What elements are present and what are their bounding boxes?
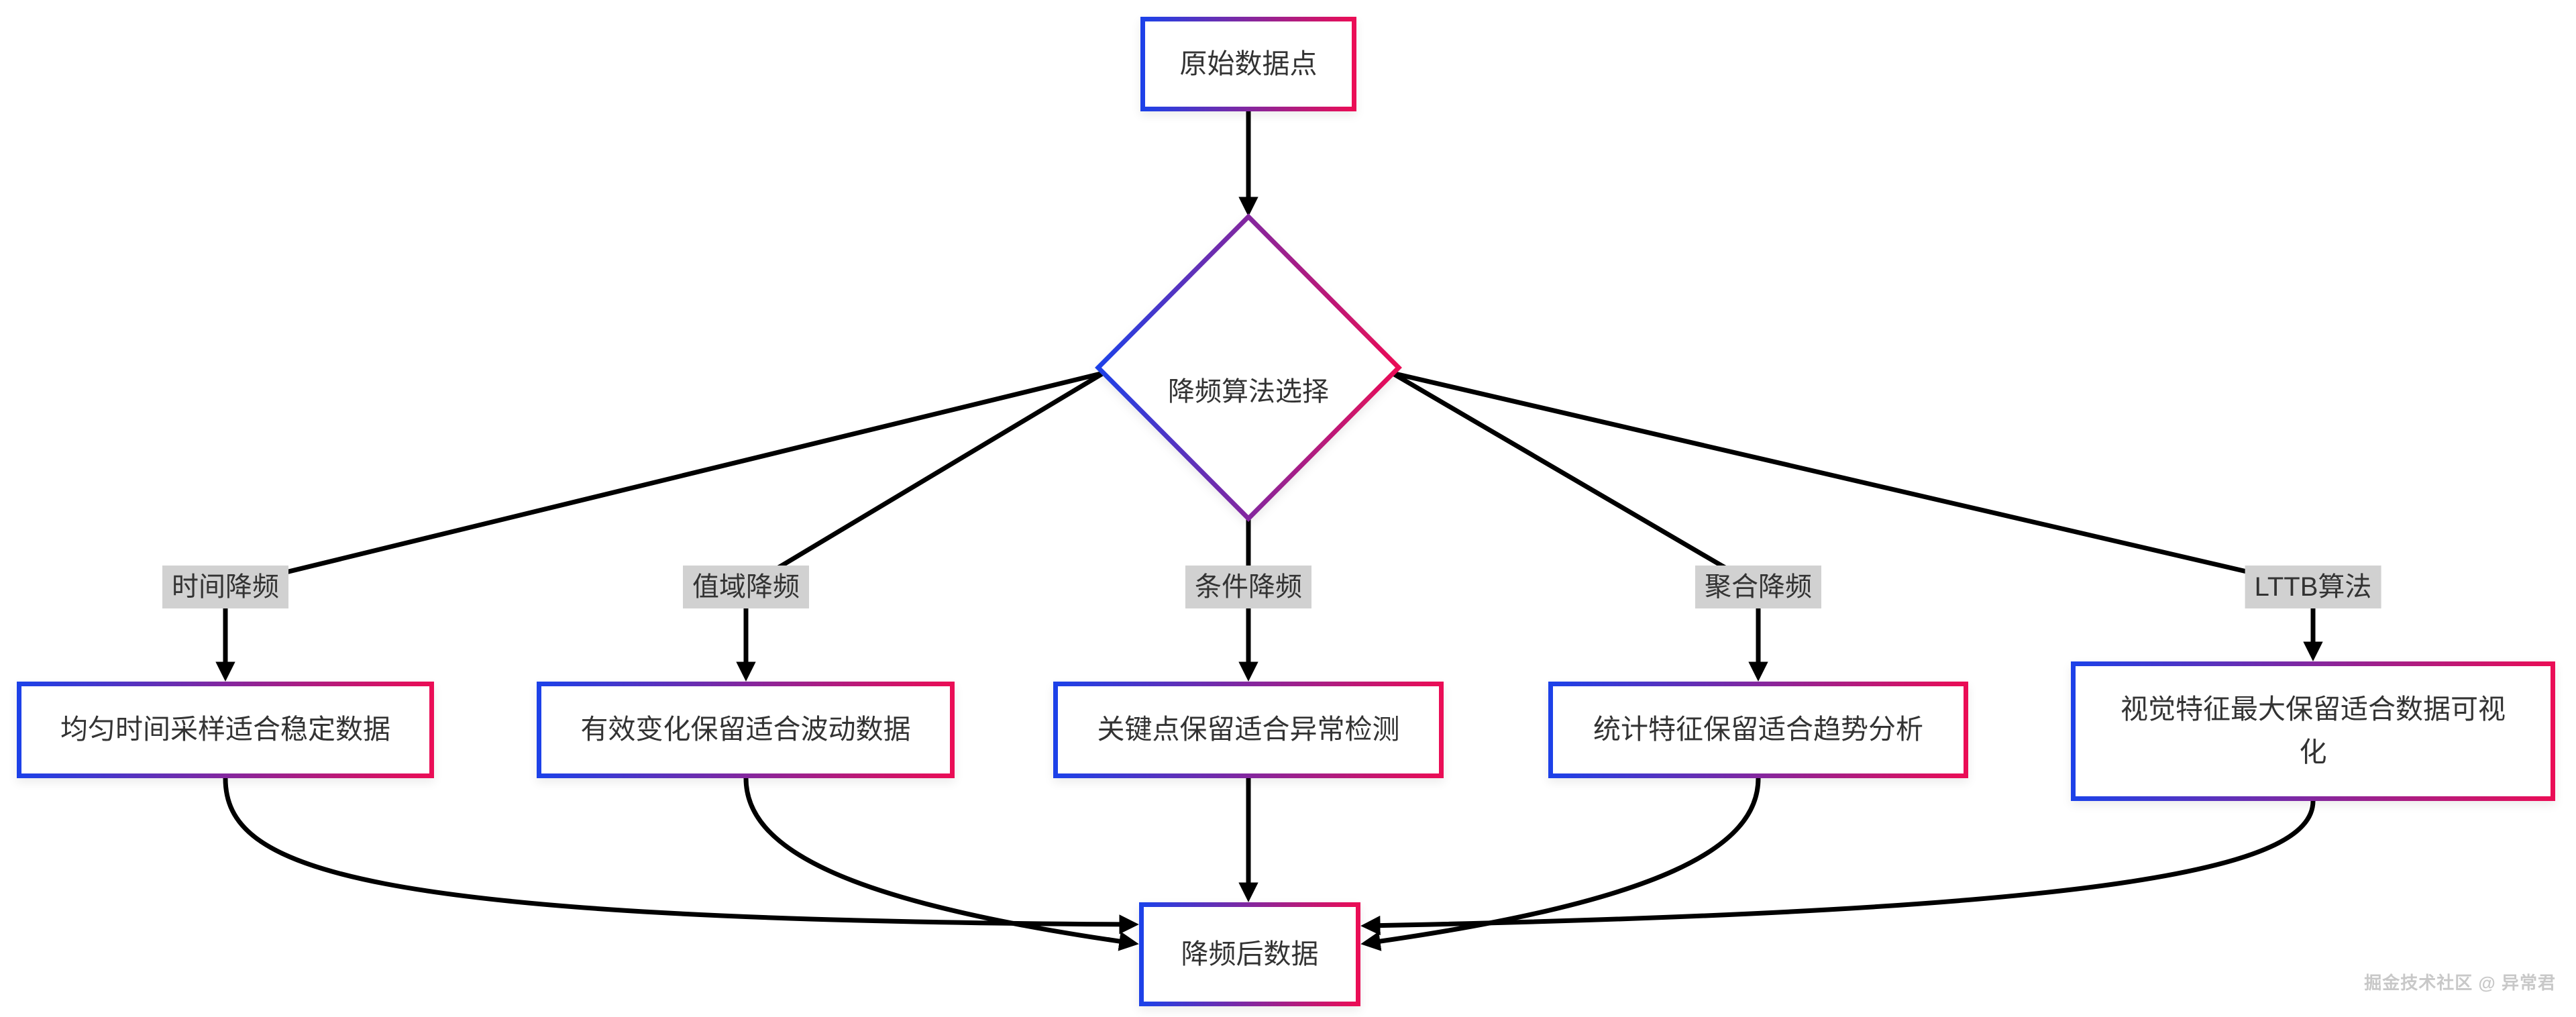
node-decision-label: 降频算法选择 xyxy=(1168,377,1329,407)
node-start-label: 原始数据点 xyxy=(1179,48,1318,79)
edge-box2-end xyxy=(743,778,1139,951)
edge-label-aggregate: 聚合降频 xyxy=(1695,566,1821,608)
edge-box4-end xyxy=(1360,778,1761,951)
edge-decision-branch2 xyxy=(745,370,1105,590)
node-branch-condition: 关键点保留适合异常检测 xyxy=(1053,682,1444,778)
node-branch-lttb: 视觉特征最大保留适合数据可视化 xyxy=(2071,661,2555,801)
edge-box1-end xyxy=(223,778,1139,934)
node-end: 降频后数据 xyxy=(1139,902,1360,1006)
node-end-label: 降频后数据 xyxy=(1181,938,1319,969)
node-branch-lttb-label: 视觉特征最大保留适合数据可视化 xyxy=(2121,694,2506,767)
edge-label-time: 时间降频 xyxy=(162,566,288,608)
edge-box5-end xyxy=(1360,800,2316,936)
node-start: 原始数据点 xyxy=(1140,17,1356,111)
node-branch-time: 均匀时间采样适合稳定数据 xyxy=(17,682,434,778)
node-decision-shape xyxy=(1095,213,1402,522)
node-branch-value-label: 有效变化保留适合波动数据 xyxy=(580,714,911,745)
node-branch-time-label: 均匀时间采样适合稳定数据 xyxy=(60,714,390,745)
edge-label-lttb: LTTB算法 xyxy=(2245,566,2381,608)
edge-label-condition: 条件降频 xyxy=(1185,566,1311,608)
node-branch-aggregate-label: 统计特征保留适合趋势分析 xyxy=(1593,714,1923,745)
edge-decision-branch4 xyxy=(1391,370,1760,590)
node-branch-value: 有效变化保留适合波动数据 xyxy=(537,682,955,778)
watermark: 掘金技术社区 @ 异常君 xyxy=(2364,973,2556,993)
edge-decision-branch1 xyxy=(225,370,1104,590)
node-branch-aggregate: 统计特征保留适合趋势分析 xyxy=(1548,682,1968,778)
node-branch-condition-label: 关键点保留适合异常检测 xyxy=(1097,714,1400,745)
edge-label-value: 值域降频 xyxy=(683,566,809,608)
edge-decision-branch5 xyxy=(1391,370,2314,590)
